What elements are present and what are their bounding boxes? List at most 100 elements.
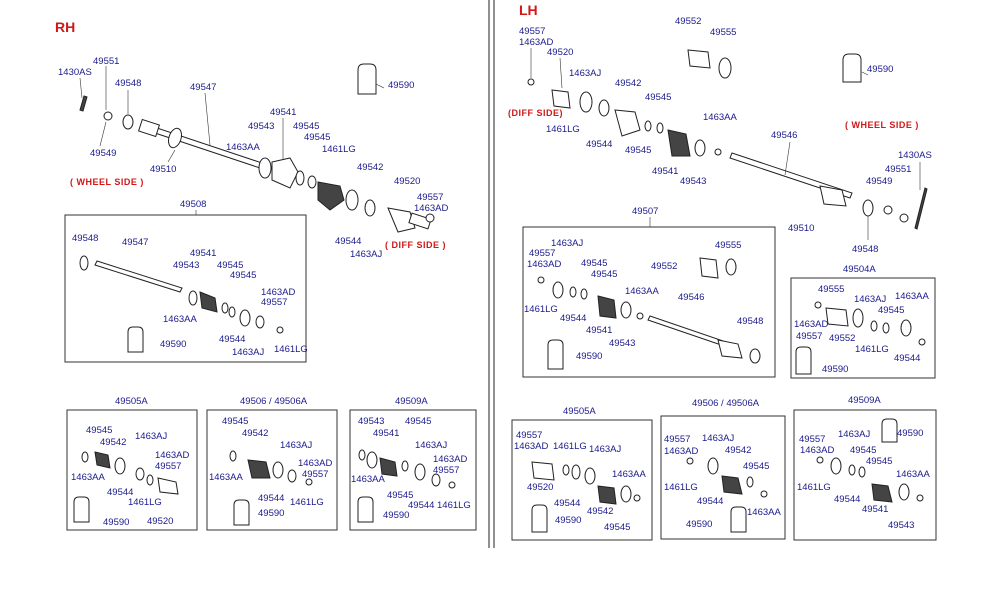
part-number: 49557 <box>433 465 459 476</box>
part-number: 49541 <box>586 325 612 336</box>
part-number: 1430AS <box>898 150 932 161</box>
rh-wheel-side-label: ( WHEEL SIDE ) <box>70 177 144 187</box>
part-number: 1463AD <box>800 445 834 456</box>
part-number: 49555 <box>818 284 844 295</box>
part-number: 1461LG <box>322 144 356 155</box>
part-number: 1463AA <box>896 469 930 480</box>
part-number: 49510 <box>150 164 176 175</box>
part-number: 49544 <box>586 139 612 150</box>
part-number: 49557 <box>796 331 822 342</box>
part-number: 1463AJ <box>702 433 734 444</box>
part-number: 1461LG <box>524 304 558 315</box>
part-number: 49555 <box>715 240 741 251</box>
part-number: 49544 <box>834 494 860 505</box>
part-number: 49551 <box>93 56 119 67</box>
part-number: 1463AJ <box>135 431 167 442</box>
lh-heading: LH <box>519 2 538 18</box>
lh-section: LH 49557 1463AD 49520 4955 <box>508 2 937 541</box>
rh-diff-side-label: ( DIFF SIDE ) <box>385 240 446 250</box>
part-number: 49552 <box>829 333 855 344</box>
part-number: 1463AJ <box>569 68 601 79</box>
part-number: 49546 <box>771 130 797 141</box>
lh-kit-49504A: 49504A 49555 1463AJ 1463AA 1463AD 49545 … <box>790 264 936 379</box>
part-number: 1463AD <box>414 203 448 214</box>
part-number: 1463AJ <box>589 444 621 455</box>
part-number: 1463AA <box>71 472 105 483</box>
lh-kit-49505A: 49505A 49557 1463AD 1461LG 1463AJ 1463AA… <box>511 406 653 541</box>
part-number: 1461LG <box>128 497 162 508</box>
part-number: 49542 <box>615 78 641 89</box>
part-number: 49545 <box>625 145 651 156</box>
kit-title: 49506 / 49506A <box>240 396 308 407</box>
part-number: 49557 <box>417 192 443 203</box>
part-number: 49549 <box>90 148 116 159</box>
part-number: 49545 <box>645 92 671 103</box>
rh-assembly-drawing <box>79 63 435 233</box>
part-number: 49555 <box>710 27 736 38</box>
part-number: 49547 <box>190 82 216 93</box>
part-number: 1430AS <box>58 67 92 78</box>
part-number: 49520 <box>547 47 573 58</box>
part-number: 49520 <box>527 482 553 493</box>
kit-title: 49508 <box>180 199 206 210</box>
part-number: 49557 <box>155 461 181 472</box>
part-number: 1463AJ <box>551 238 583 249</box>
part-number: 49543 <box>609 338 635 349</box>
part-number: 49543 <box>680 176 706 187</box>
part-number: 49543 <box>358 416 384 427</box>
part-number: 1463AA <box>351 474 385 485</box>
part-number: 1461LG <box>290 497 324 508</box>
part-number: 49544 <box>697 496 723 507</box>
part-number: 49541 <box>373 428 399 439</box>
part-number: 49544 <box>894 353 920 364</box>
part-number: 1463AA <box>209 472 243 483</box>
part-number: 49545 <box>850 445 876 456</box>
part-number: 49543 <box>888 520 914 531</box>
part-number: 49545 <box>866 456 892 467</box>
kit-title: 49504A <box>843 264 876 275</box>
part-number: 1463AA <box>895 291 929 302</box>
lh-wheel-side-label: ( WHEEL SIDE ) <box>845 120 919 130</box>
part-number: 49548 <box>72 233 98 244</box>
part-number: 1461LG <box>553 441 587 452</box>
part-number: 49557 <box>519 26 545 37</box>
lh-assembly-labels: 49557 1463AD 49520 49552 49555 1463AJ 49… <box>508 16 932 255</box>
part-number: 1463AA <box>226 142 260 153</box>
part-number: 1463AD <box>514 441 548 452</box>
part-number: 1463AA <box>747 507 781 518</box>
lh-kit-49507: 49507 1463AJ 49557 1463AD 49545 49545 49… <box>522 206 776 378</box>
part-number: 49520 <box>394 176 420 187</box>
part-number: 1461LG <box>664 482 698 493</box>
part-number: 1463AJ <box>854 294 886 305</box>
part-number: 1463AD <box>519 37 553 48</box>
lh-kit-49509A: 49509A 49557 1463AJ 49590 1463AD 49545 4… <box>793 395 937 541</box>
part-number: 1463AJ <box>232 347 264 358</box>
part-number: 49510 <box>788 223 814 234</box>
rh-kit-49508: 49508 49548 49547 49541 49543 49545 4954… <box>64 199 308 363</box>
kit-title: 49505A <box>115 396 148 407</box>
part-number: 49590 <box>103 517 129 528</box>
part-number: 1461LG <box>437 500 471 511</box>
part-number: 1463AD <box>298 458 332 469</box>
part-number: 49545 <box>604 522 630 533</box>
part-number: 1461LG <box>274 344 308 355</box>
kit-title: 49506 / 49506A <box>692 398 760 409</box>
part-number: 49545 <box>222 416 248 427</box>
part-number: 49590 <box>388 80 414 91</box>
part-number: 49590 <box>576 351 602 362</box>
part-number: 49545 <box>591 269 617 280</box>
part-number: 49520 <box>147 516 173 527</box>
part-number: 49544 <box>258 493 284 504</box>
part-number: 49545 <box>743 461 769 472</box>
part-number: 49543 <box>173 260 199 271</box>
lh-kit-49506: 49506 / 49506A 49557 1463AJ 1463AD 49542… <box>660 398 786 540</box>
part-number: 49545 <box>878 305 904 316</box>
part-number: 1463AJ <box>350 249 382 260</box>
part-number: 49545 <box>217 260 243 271</box>
part-number: 49548 <box>852 244 878 255</box>
part-number: 49542 <box>100 437 126 448</box>
part-number: 49545 <box>86 425 112 436</box>
part-number: 1463AD <box>664 446 698 457</box>
part-number: 1463AA <box>703 112 737 123</box>
kit-title: 49505A <box>563 406 596 417</box>
